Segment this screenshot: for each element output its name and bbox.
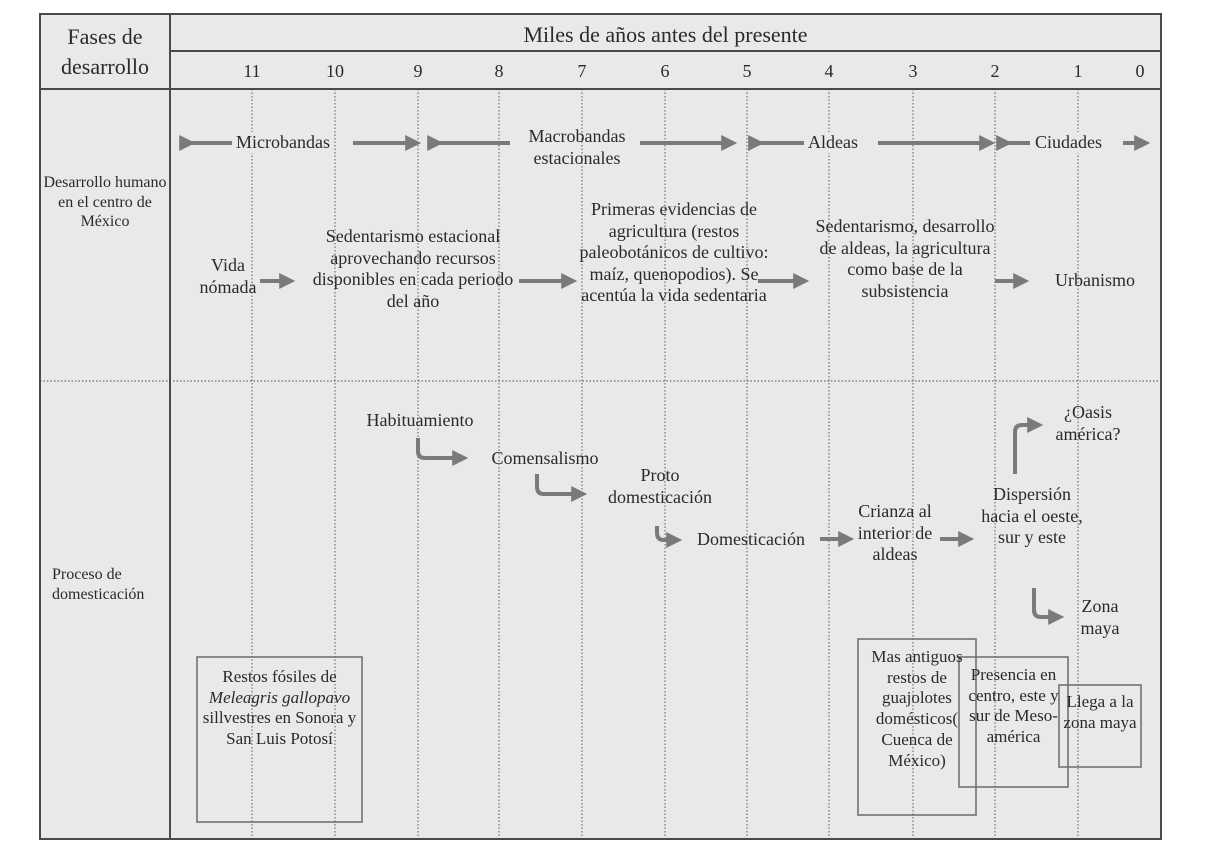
box-fossil-remains: Restos fósiles de Meleagris gallopavo si… (199, 667, 360, 750)
time-tick-2: 2 (990, 61, 1000, 81)
step-habituamiento: Habituamiento (366, 410, 474, 430)
table-borders (39, 13, 1162, 840)
step-zona-maya: Zona maya (1080, 596, 1120, 638)
time-tick-5: 5 (742, 61, 752, 81)
time-tick-4: 4 (824, 61, 834, 81)
step-crianza-aldeas: Crianza al interior de aldeas (857, 501, 933, 565)
stage-vida-nomada: Vida nómada (199, 255, 257, 297)
stage-primeras-evidencias: Primeras evidencias de agricultura (rest… (579, 199, 769, 306)
box-arrives-maya-zone: Llega a la zona maya (1063, 692, 1137, 732)
step-comensalismo: Comensalismo (491, 448, 599, 468)
phase-aldeas: Aldeas (806, 132, 860, 153)
box-presence-mesoamerica: Presencia en centro, este y sur de Meso-… (968, 665, 1059, 747)
domestication-flow-arrows (416, 417, 1065, 625)
step-domesticacion: Domesticación (697, 529, 805, 549)
step-proto-domesticacion: Proto domesticación (608, 465, 712, 507)
row-label-human-development: Desarrollo humano en el centro de México (43, 174, 167, 231)
time-tick-11: 11 (243, 61, 261, 81)
box-oldest-domestic-remains: Mas antiguos restos de guajolotes domést… (871, 647, 963, 770)
evidence-boxes (196, 638, 1142, 823)
fossil-text-pre: Restos fósiles de (222, 667, 337, 686)
time-tick-7: 7 (577, 61, 587, 81)
stage-sedentarismo-aldeas: Sedentarismo, desarrollo de aldeas, la a… (815, 216, 995, 301)
time-tick-0: 0 (1135, 61, 1145, 81)
fossil-text-post: sillvestres en Sonora y San Luis Potosí (202, 708, 357, 749)
time-tick-9: 9 (413, 61, 423, 81)
phase-microbandas: Microbandas (234, 132, 332, 153)
step-oasis-america: ¿Oasis américa? (1055, 402, 1121, 444)
fossil-species-name: Meleagris gallopavo (208, 687, 351, 707)
row-label-domestication: Proceso de domesticación (52, 566, 145, 603)
stage-sedentarismo-estacional: Sedentarismo estacional aprovechando rec… (312, 226, 514, 311)
timeline-title: Miles de años antes del presente (523, 22, 808, 47)
phase-ciudades: Ciudades (1033, 132, 1104, 153)
time-tick-1: 1 (1073, 61, 1083, 81)
corner-label: Fases de desarrollo (61, 24, 149, 79)
time-gridlines (251, 89, 1079, 839)
step-dispersion: Dispersión hacia el oeste, sur y este (981, 484, 1083, 548)
time-tick-8: 8 (494, 61, 504, 81)
time-tick-6: 6 (660, 61, 670, 81)
time-tick-10: 10 (326, 61, 344, 81)
phase-macrobandas: Macrobandas estacionales (528, 126, 626, 168)
time-tick-3: 3 (908, 61, 918, 81)
stage-urbanismo: Urbanismo (1055, 270, 1135, 290)
diagram-background (40, 14, 1161, 839)
